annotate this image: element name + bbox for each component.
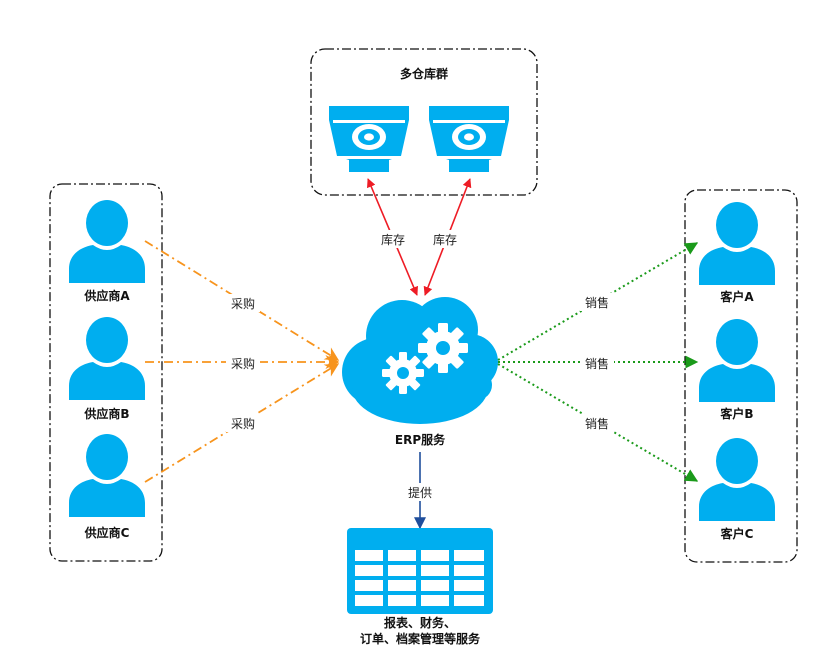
procurement-label: 采购 <box>231 296 255 311</box>
supplier-a: 供应商A <box>69 200 145 303</box>
customer-a: 客户A <box>699 202 775 304</box>
customer-c: 客户C <box>699 438 775 541</box>
supplier-group <box>49 183 163 562</box>
provide-label: 提供 <box>408 485 432 500</box>
customer-name: 客户A <box>719 289 754 304</box>
inventory-label: 库存 <box>381 232 405 247</box>
customer-group <box>684 189 798 563</box>
inventory-label: 库存 <box>433 232 457 247</box>
services-label-line1: 报表、财务、 <box>384 615 456 630</box>
supplier-name: 供应商B <box>83 406 129 421</box>
sales-label: 销售 <box>585 356 609 371</box>
procurement-label: 采购 <box>231 356 255 371</box>
supplier-name: 供应商C <box>84 525 130 540</box>
person-icon <box>699 438 775 521</box>
sales-label: 销售 <box>585 295 609 310</box>
gear-icon <box>418 323 468 373</box>
customer-name: 客户B <box>719 406 753 421</box>
cloud-icon <box>342 297 498 424</box>
procurement-edges: 采购 采购 采购 <box>144 240 340 483</box>
erp-cloud: ERP服务 <box>342 297 498 447</box>
table-icon <box>347 528 493 614</box>
customer-name: 客户C <box>720 526 754 541</box>
supplier-c: 供应商C <box>69 434 145 540</box>
person-icon <box>69 434 145 517</box>
warehouse-group-title: 多仓库群 <box>400 66 448 81</box>
inventory-edges: 库存 库存 <box>367 178 472 296</box>
sales-edges: 销售 销售 销售 <box>497 242 699 482</box>
erp-label: ERP服务 <box>395 432 446 447</box>
sales-label: 销售 <box>585 416 609 431</box>
provide-edge: 提供 <box>402 452 438 530</box>
warehouse-bucket-icon <box>329 106 409 172</box>
gear-icon <box>382 352 424 394</box>
person-icon <box>69 317 145 400</box>
supplier-b: 供应商B <box>69 317 145 421</box>
services-node: 报表、财务、 订单、档案管理等服务 <box>347 528 493 646</box>
procurement-label: 采购 <box>231 416 255 431</box>
customer-b: 客户B <box>699 319 775 421</box>
person-icon <box>699 319 775 402</box>
person-icon <box>699 202 775 285</box>
services-label-line2: 订单、档案管理等服务 <box>360 631 481 646</box>
person-icon <box>69 200 145 283</box>
supplier-name: 供应商A <box>83 288 130 303</box>
warehouse-bucket-icon <box>429 106 509 172</box>
warehouse-group: 多仓库群 <box>310 48 538 196</box>
